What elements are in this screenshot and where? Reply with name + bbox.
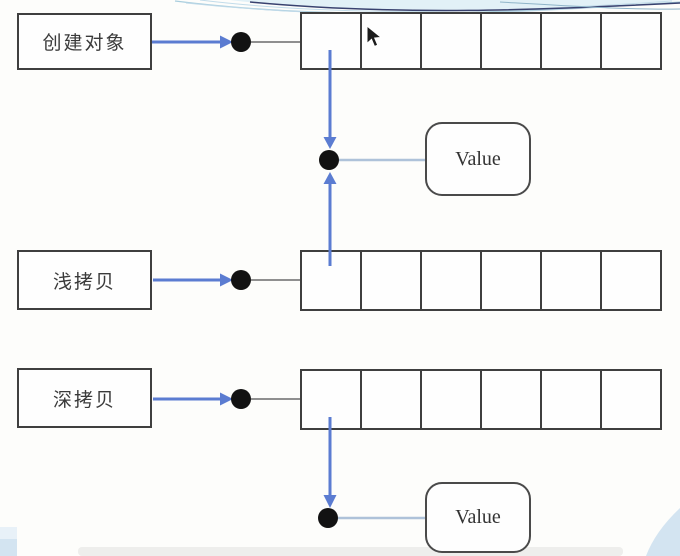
value-node-deep: Value (425, 482, 531, 553)
shallow-copy-box: 浅拷贝 (17, 250, 152, 310)
swirl-line-navy (249, 1, 680, 12)
pointer-dot-shallow (231, 270, 251, 290)
array-cell (362, 371, 422, 428)
arrowhead-deep-to-pointer (220, 392, 233, 406)
array-cell (422, 14, 482, 68)
arrowhead-create-to-pointer (220, 35, 233, 49)
swirl-fill (230, 0, 680, 11)
arrowhead-shallow-to-pointer (220, 273, 233, 287)
value-node-shared: Value (425, 122, 531, 196)
bottom-right-corner-decoration (646, 508, 680, 556)
array-cell (482, 371, 542, 428)
bottom-left-corner-decoration (0, 527, 17, 556)
create-object-box: 创建对象 (17, 13, 152, 70)
arrowhead-deep-elem0-down (323, 495, 337, 508)
pointer-dot-deep (231, 389, 251, 409)
pointer-dot-shared-value (319, 150, 339, 170)
swirl-line-2 (199, 0, 673, 12)
array-cell (482, 14, 542, 68)
value-shared-label: Value (455, 147, 501, 170)
value-deep-label: Value (455, 506, 501, 528)
array-shallow-copy (300, 250, 662, 311)
array-cell (542, 14, 602, 68)
pointer-dot-deep-value (318, 508, 338, 528)
array-cell (302, 14, 362, 68)
array-cell (362, 14, 422, 68)
array-create-object (300, 12, 662, 70)
array-cell (602, 14, 660, 68)
create-object-label: 创建对象 (42, 33, 127, 54)
arrowhead-create-elem0-down (323, 137, 337, 149)
array-cell (302, 371, 362, 428)
array-cell (422, 371, 482, 428)
array-cell (362, 252, 422, 309)
deep-copy-label: 深拷贝 (52, 389, 116, 411)
array-cell (302, 252, 362, 309)
swirl-line-4 (499, 1, 680, 10)
bottom-shadow-band (78, 547, 623, 556)
pointer-dot-create (231, 32, 251, 52)
array-cell (422, 252, 482, 309)
array-deep-copy (300, 369, 662, 430)
array-cell (542, 371, 602, 428)
array-cell (602, 371, 660, 428)
deep-copy-box: 深拷贝 (17, 368, 152, 428)
array-cell (542, 252, 602, 309)
array-cell (482, 252, 542, 309)
shallow-copy-label: 浅拷贝 (52, 271, 116, 293)
arrowhead-shallow-elem0-up (323, 172, 337, 184)
array-cell (602, 252, 660, 309)
